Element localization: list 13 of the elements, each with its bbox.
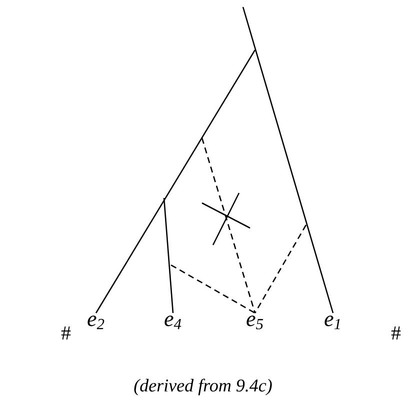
hash-symbol: # xyxy=(391,326,401,340)
line xyxy=(95,50,256,314)
line xyxy=(163,198,174,314)
leaf-label: e$_{2}$ xyxy=(88,316,104,330)
dashed-line xyxy=(254,224,307,314)
line xyxy=(242,6,334,314)
leaf-label: e$_{1}$ xyxy=(324,316,340,330)
dashed-line xyxy=(201,138,256,314)
caption: (derived from 9.4c) xyxy=(134,378,272,396)
dashed-line xyxy=(170,264,256,314)
leaf-label: e$_{5}$ xyxy=(246,316,264,330)
leaf-label: e$_{4}$ xyxy=(164,316,182,330)
hash-symbol: # xyxy=(61,326,71,340)
